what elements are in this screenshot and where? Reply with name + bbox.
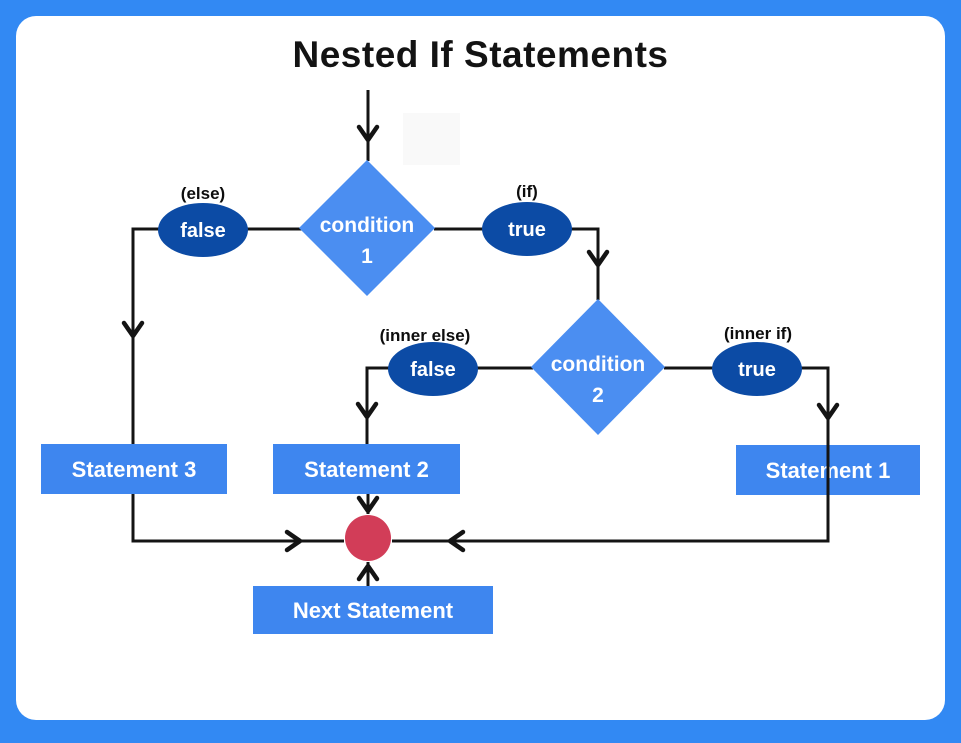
arrowhead-condition-2-true-branch (816, 402, 840, 421)
else-label: (else) (181, 184, 225, 203)
oval-shape-true-outer (482, 202, 572, 256)
branch-labels-layer: (else) (if) (inner else) (inner if) (181, 182, 792, 345)
box-shape-statement-3 (41, 444, 227, 494)
artifact-patch (403, 113, 460, 165)
decision-condition-1: condition 1 (299, 160, 435, 296)
box-label: Next Statement (293, 598, 454, 623)
arrowhead-start-to-condition-1 (356, 124, 380, 143)
process-box-statement-3: Statement 3 (41, 444, 227, 494)
diamond-label-line2: 1 (361, 245, 373, 268)
box-label: Statement 2 (304, 457, 429, 482)
box-shape-statement-2 (273, 444, 460, 494)
arrowhead-condition-1-true-branch (586, 249, 610, 268)
oval-shape-false-outer (158, 203, 248, 257)
oval-shape-true-inner (712, 342, 802, 396)
arrowhead-condition-2-true-branch (447, 529, 466, 553)
process-box-next-statement: Next Statement (253, 586, 493, 634)
arrowhead-condition-2-false-branch (355, 401, 379, 420)
diamond-label-line1: condition (320, 214, 414, 237)
oval-label: true (508, 219, 546, 241)
diamond-label-line2: 2 (592, 384, 604, 407)
arrowhead-condition-1-false-branch (121, 320, 145, 339)
diamond-shape-condition-1 (299, 160, 435, 296)
oval-label: true (738, 359, 776, 381)
edge-statement-3-to-junction (131, 494, 344, 543)
nodes-layer: condition 1 condition 2 false true false trueSt… (41, 160, 920, 634)
box-shape-next-statement (253, 586, 493, 634)
box-label: Statement 3 (72, 457, 197, 482)
arrowhead-statement-3-to-junction (284, 529, 303, 553)
branch-oval-false-outer: false (158, 203, 248, 257)
page-title: Nested If Statements (292, 34, 669, 75)
edge-condition-1-false-branch (131, 227, 302, 444)
decision-condition-2: condition 2 (531, 299, 665, 435)
diamond-label-line1: condition (551, 353, 645, 376)
arrowhead-junction-to-next-statement (356, 563, 380, 582)
oval-shape-false-inner (388, 342, 478, 396)
diamond-shape-condition-2 (531, 299, 665, 435)
inner-if-label: (inner if) (724, 324, 792, 343)
branch-oval-false-inner: false (388, 342, 478, 396)
oval-label: false (180, 220, 226, 242)
inner-else-label: (inner else) (380, 326, 471, 345)
oval-label: false (410, 359, 456, 381)
branch-oval-true-inner: true (712, 342, 802, 396)
junction-circle (345, 515, 391, 561)
arrowhead-statement-2-to-junction (356, 495, 380, 514)
if-label: (if) (516, 182, 538, 201)
process-box-statement-2: Statement 2 (273, 444, 460, 494)
branch-oval-true-outer: true (482, 202, 572, 256)
